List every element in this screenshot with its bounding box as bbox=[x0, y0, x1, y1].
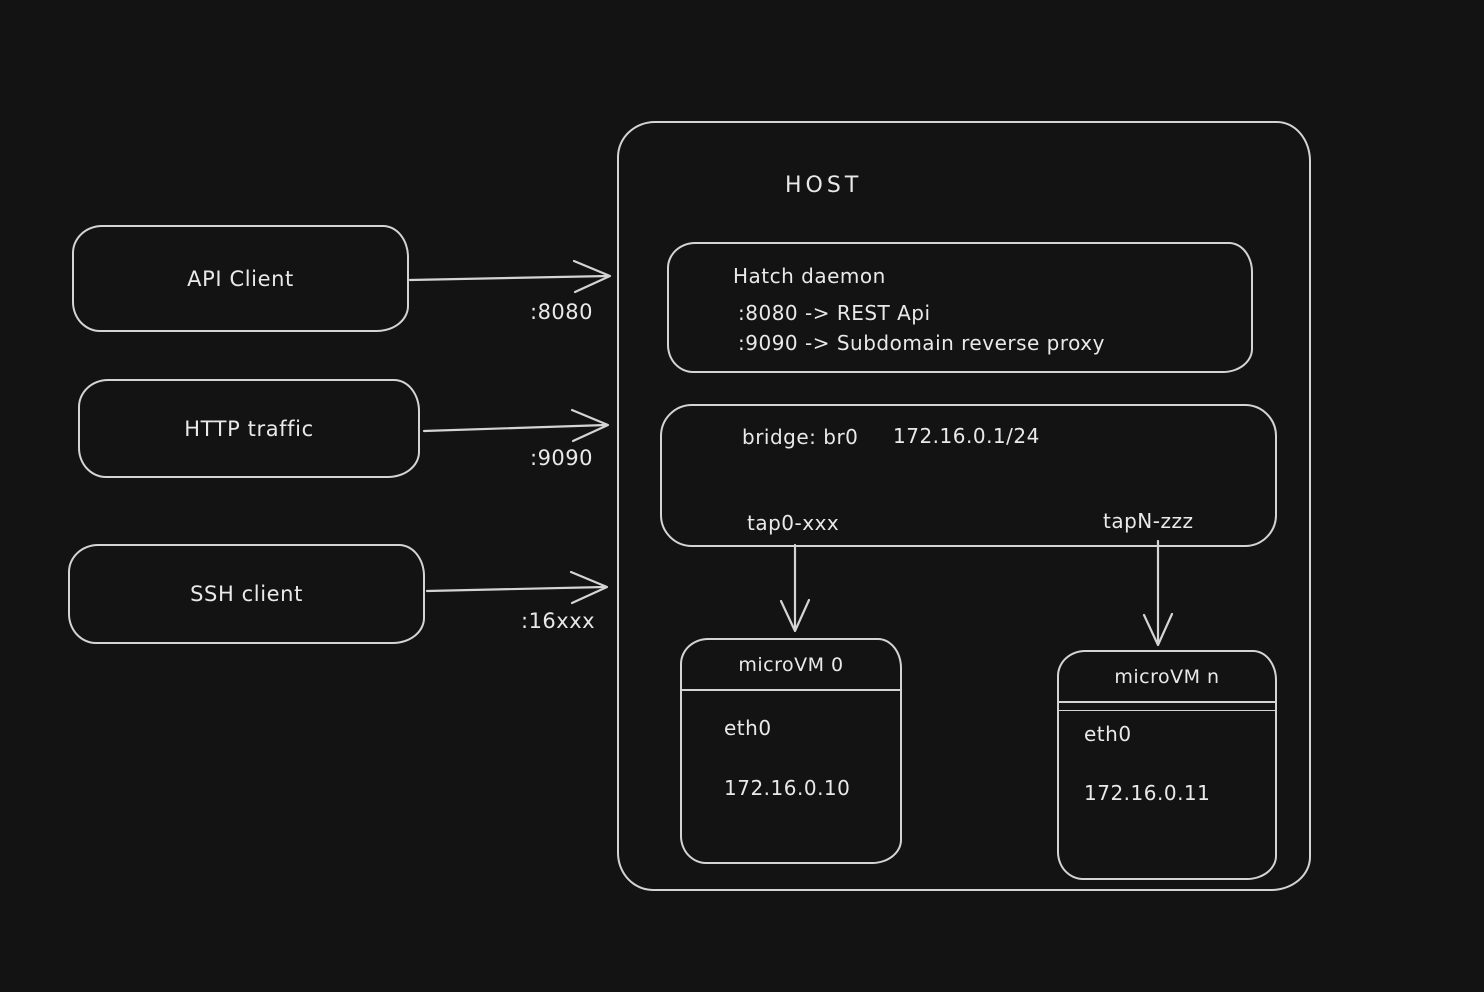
port-label-8080: :8080 bbox=[530, 300, 594, 324]
port-label-9090: :9090 bbox=[530, 446, 594, 470]
host-node: HOST Hatch daemon :8080 -> REST Api :909… bbox=[617, 121, 1311, 891]
bridge-label: bridge: br0 bbox=[742, 425, 859, 449]
http-traffic-node: HTTP traffic bbox=[78, 379, 420, 478]
microvmn-ip-label: 172.16.0.11 bbox=[1084, 781, 1211, 805]
microvmn-title: microVM n bbox=[1114, 665, 1220, 688]
microvm0-node: microVM 0 eth0 172.16.0.10 bbox=[680, 638, 902, 864]
ssh-client-node: SSH client bbox=[68, 544, 425, 644]
microvmn-node: microVM n eth0 172.16.0.11 bbox=[1057, 650, 1277, 880]
bridge-cidr: 172.16.0.1/24 bbox=[893, 424, 1040, 448]
arrow-api-to-host bbox=[408, 259, 612, 294]
ssh-client-label: SSH client bbox=[190, 582, 303, 606]
bridge-node: bridge: br0 172.16.0.1/24 tap0-xxx tapN-… bbox=[660, 404, 1277, 547]
microvmn-eth0-label: eth0 bbox=[1084, 722, 1132, 746]
daemon-port-mapping-rest-api: :8080 -> REST Api bbox=[738, 301, 931, 325]
microvm0-header: microVM 0 bbox=[682, 640, 900, 691]
api-client-label: API Client bbox=[187, 266, 294, 291]
microvm0-ip-label: 172.16.0.10 bbox=[724, 776, 851, 800]
http-traffic-label: HTTP traffic bbox=[184, 416, 314, 441]
api-client-node: API Client bbox=[72, 225, 409, 332]
microvmn-header-divider bbox=[1059, 710, 1275, 711]
microvm0-eth0-label: eth0 bbox=[724, 716, 772, 740]
daemon-port-mapping-reverse-proxy: :9090 -> Subdomain reverse proxy bbox=[738, 331, 1105, 355]
arrow-http-to-host bbox=[422, 408, 610, 443]
hatch-daemon-node: Hatch daemon :8080 -> REST Api :9090 -> … bbox=[667, 242, 1253, 373]
hatch-daemon-title: Hatch daemon bbox=[733, 264, 886, 288]
arrow-ssh-to-host bbox=[425, 570, 609, 605]
port-label-16xxx: :16xxx bbox=[521, 609, 596, 633]
host-title: HOST bbox=[785, 173, 863, 198]
microvm0-title: microVM 0 bbox=[738, 653, 844, 676]
tapn-interface-label: tapN-zzz bbox=[1103, 509, 1194, 533]
microvmn-header: microVM n bbox=[1059, 652, 1275, 703]
tap0-interface-label: tap0-xxx bbox=[747, 511, 840, 535]
